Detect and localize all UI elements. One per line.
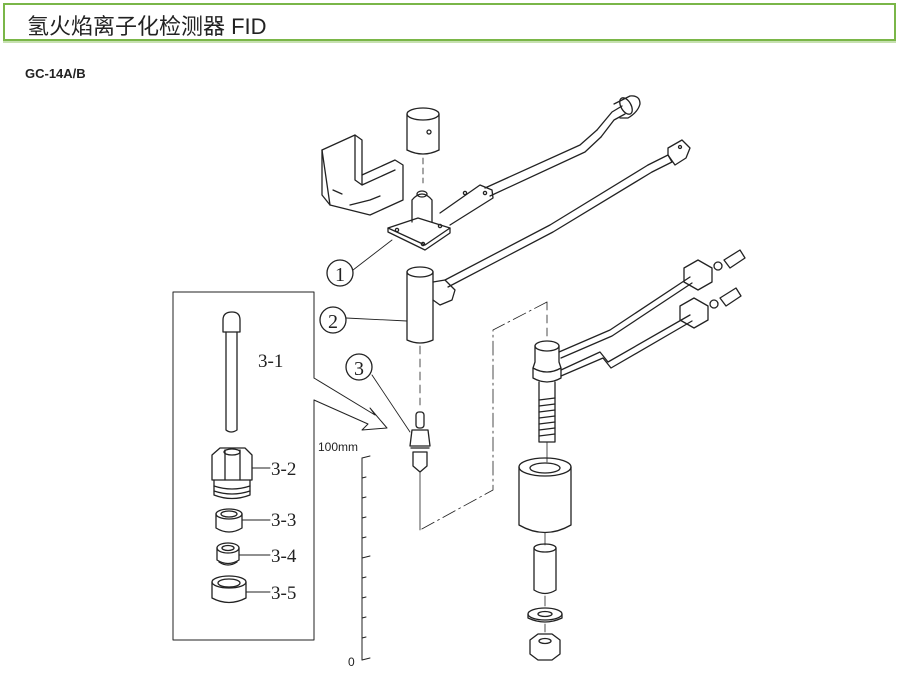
part-3-1 — [222, 311, 241, 433]
callout-1-label: 1 — [335, 264, 345, 286]
callout-2-label: 2 — [328, 311, 338, 333]
assembly-path — [419, 301, 548, 531]
sub-part-3-1: 3-1 — [258, 351, 283, 372]
title-box: 氢火焰离子化检测器 FID — [3, 3, 896, 41]
part-3-4 — [216, 542, 240, 566]
collector — [406, 266, 456, 406]
callout-3-label: 3 — [354, 358, 364, 380]
cap-cylinder — [406, 107, 440, 184]
sub-part-3-2: 3-2 — [271, 459, 296, 480]
hex-nut — [529, 623, 561, 661]
gas-fitting — [532, 249, 746, 443]
sleeve — [533, 532, 557, 595]
callout-1 — [326, 239, 393, 287]
scale-bottom-label: 0 — [348, 655, 355, 669]
scale-bar — [361, 455, 371, 661]
heater-cable — [444, 139, 691, 288]
callout-3 — [345, 353, 411, 433]
flame-base — [387, 184, 494, 251]
signal-cable — [484, 95, 641, 197]
jet — [409, 411, 431, 531]
sub-part-3-3: 3-3 — [271, 510, 296, 531]
sub-part-3-5: 3-5 — [271, 583, 296, 604]
detail-box — [172, 291, 388, 641]
model-label: GC-14A/B — [25, 66, 86, 81]
washer — [527, 595, 563, 623]
part-3-2 — [211, 447, 253, 500]
part-3-5 — [211, 575, 247, 604]
page-title: 氢火焰离子化检测器 FID — [27, 14, 267, 39]
part-3-3 — [215, 508, 243, 533]
callout-2 — [319, 306, 408, 334]
sub-part-leaders — [238, 467, 271, 593]
scale-top-label: 100mm — [318, 440, 358, 454]
shield-bracket — [321, 134, 404, 216]
detector-body — [518, 441, 572, 534]
sub-part-3-4: 3-4 — [271, 546, 297, 567]
